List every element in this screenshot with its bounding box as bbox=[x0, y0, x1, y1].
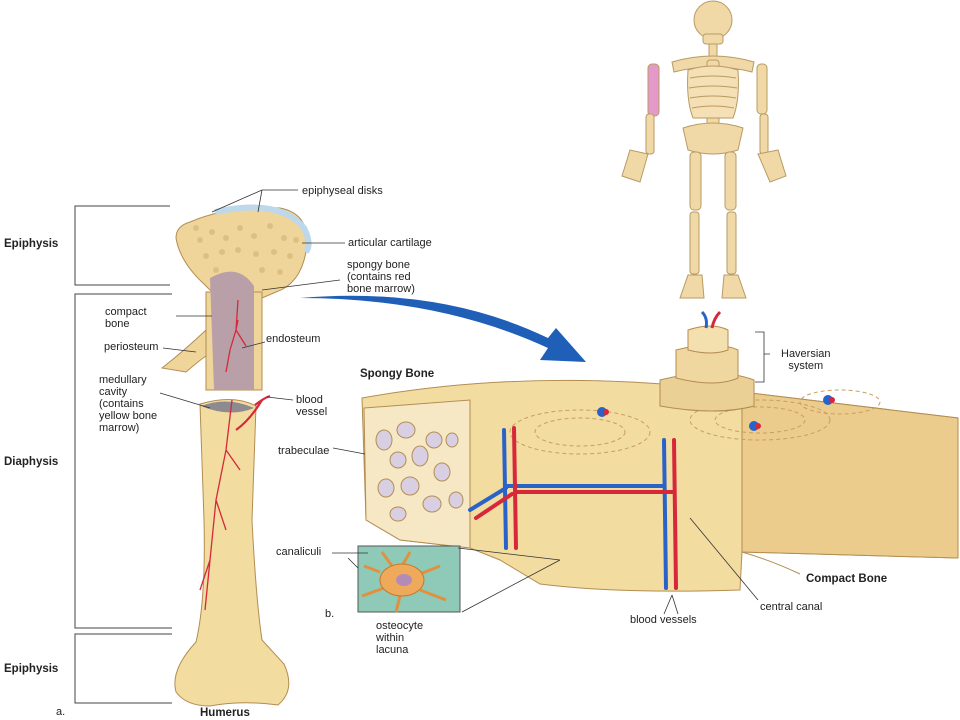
label-articular-cartilage: articular cartilage bbox=[348, 237, 432, 249]
spongy-bone-title: Spongy Bone bbox=[360, 368, 435, 380]
blood-vessel-network bbox=[468, 426, 678, 590]
skeleton-illustration bbox=[621, 0, 787, 299]
region-label-epiphysis-top: Epiphysis bbox=[4, 238, 59, 250]
osteocyte-inset bbox=[357, 545, 461, 613]
panel-label-b: b. bbox=[325, 608, 335, 620]
label-endosteum: endosteum bbox=[266, 333, 321, 345]
label-trabeculae: trabeculae bbox=[278, 445, 330, 457]
magnify-arrow bbox=[300, 295, 586, 362]
label-epiphyseal-disks: epiphyseal disks bbox=[302, 185, 383, 197]
region-label-epiphysis-bottom: Epiphysis bbox=[4, 663, 59, 675]
panel-label-a: a. bbox=[56, 706, 66, 718]
label-medullary-cavity: medullary cavity (contains yellow bone m… bbox=[99, 374, 158, 434]
label-blood-vessel: blood vessel bbox=[296, 394, 328, 418]
humerus-illustration bbox=[160, 204, 312, 707]
label-periosteum: periosteum bbox=[104, 341, 159, 353]
label-osteocyte-lacuna: osteocyte within lacuna bbox=[376, 620, 424, 656]
label-blood-vessels: blood vessels bbox=[630, 614, 697, 626]
region-label-diaphysis: Diaphysis bbox=[4, 456, 59, 468]
label-central-canal: central canal bbox=[760, 601, 823, 613]
region-brackets bbox=[74, 205, 172, 704]
label-canaliculi: canaliculi bbox=[276, 546, 322, 558]
leader-lines bbox=[159, 189, 770, 615]
bone-title: Humerus bbox=[200, 707, 250, 719]
label-haversian-system: Haversian system bbox=[781, 348, 831, 372]
label-spongy-bone: spongy bone (contains red bone marrow) bbox=[347, 259, 415, 295]
compact-bone-title: Compact Bone bbox=[806, 573, 888, 585]
label-compact-bone: compact bone bbox=[105, 306, 147, 330]
bone-block bbox=[361, 310, 959, 592]
